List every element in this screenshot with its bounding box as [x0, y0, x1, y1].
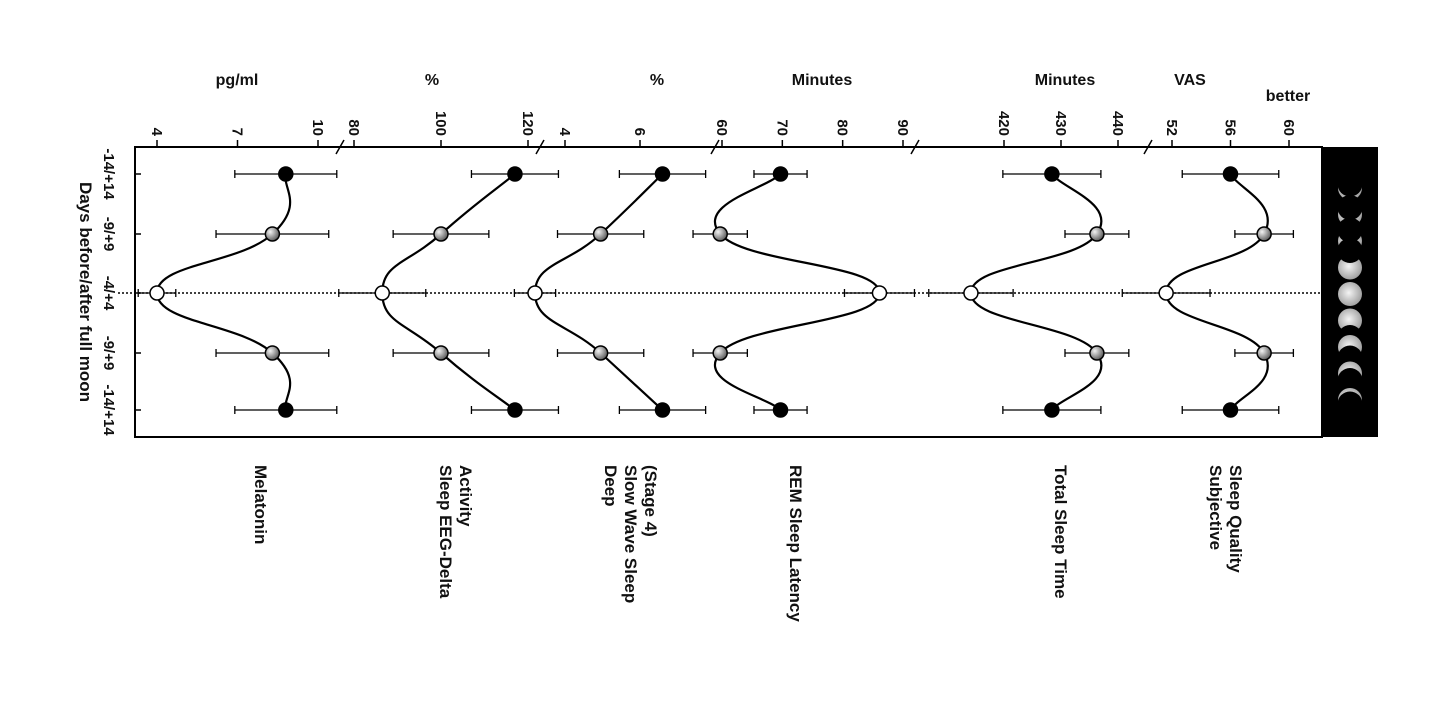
axis-tick-label: 90 — [894, 119, 911, 136]
moon-shadow — [1337, 368, 1363, 393]
axis-unit-label: % — [425, 72, 439, 89]
category-tick-label: -9/+9 — [100, 217, 117, 252]
data-point — [1044, 402, 1060, 418]
moon-shadow — [1337, 195, 1363, 220]
data-point — [149, 285, 165, 301]
axis-break-mark — [910, 139, 920, 155]
axis-tick-label: 10 — [309, 119, 326, 136]
axis-break-mark — [1143, 139, 1153, 155]
data-point — [507, 402, 523, 418]
x-axis-title: Days before/after full moon — [76, 182, 95, 402]
category-tick-label: -14/+14 — [100, 384, 117, 436]
axis-tick-label: 420 — [995, 111, 1012, 136]
panel-label-line: REM Sleep Latency — [786, 465, 805, 622]
axis-tick-label: 440 — [1109, 111, 1126, 136]
axis-tick-label: 80 — [345, 119, 362, 136]
panel-label-line: Deep — [601, 465, 620, 507]
data-point — [1089, 226, 1105, 242]
moon-shadow — [1337, 171, 1363, 197]
data-point — [1158, 285, 1174, 301]
panel-label: REM Sleep Latency — [786, 465, 805, 622]
panel-label-line: Activity — [456, 465, 475, 527]
axis-unit-label: Minutes — [1035, 72, 1096, 89]
axis-tick-label: 430 — [1052, 111, 1069, 136]
data-point — [963, 285, 979, 301]
axis-unit-label: Minutes — [792, 72, 853, 89]
data-point — [433, 226, 449, 242]
axis-unit-label: VAS — [1174, 72, 1206, 89]
moon-phase-icon — [1338, 282, 1362, 306]
moon-phase-icon — [1338, 255, 1362, 280]
data-point — [1256, 345, 1272, 361]
axis-break-mark — [335, 139, 345, 155]
data-point — [592, 345, 609, 361]
axis-tick-label: 80 — [834, 119, 851, 136]
data-point — [871, 285, 888, 301]
panel-label-line: Sleep Quality — [1226, 465, 1245, 573]
axis-tick-label: 70 — [773, 119, 790, 136]
category-tick-label: -4/+4 — [100, 276, 117, 311]
axis-tick-label: 56 — [1222, 119, 1239, 136]
category-tick-label: -14/+14 — [100, 148, 117, 200]
data-point — [1222, 166, 1239, 182]
data-point — [1222, 402, 1239, 418]
axis-break-mark — [535, 139, 545, 155]
data-point — [654, 402, 671, 418]
panel-label-line: Total Sleep Time — [1051, 465, 1070, 599]
plot-frame — [134, 146, 1323, 438]
data-point — [1256, 226, 1272, 242]
data-point — [1089, 345, 1105, 361]
moon-phase-icon — [1338, 308, 1362, 333]
data-point — [654, 166, 671, 182]
data-point — [772, 166, 789, 182]
data-point — [507, 166, 523, 182]
data-point — [278, 166, 294, 182]
panel-label: SubjectiveSleep Quality — [1206, 465, 1245, 573]
moon-shadow — [1337, 238, 1363, 263]
data-point — [712, 226, 728, 242]
panel-label-line: (Stage 4) — [641, 465, 660, 537]
data-point — [772, 402, 789, 418]
moon-shadow — [1337, 217, 1363, 243]
panel-label-line: Subjective — [1206, 465, 1225, 550]
moon-shadow — [1337, 391, 1363, 417]
panel-label: DeepSlow Wave Sleep(Stage 4) — [601, 465, 660, 603]
better-note: better — [1266, 88, 1310, 105]
axis-tick-label: 4 — [148, 128, 165, 137]
axis-break-mark — [710, 139, 720, 155]
axis-tick-label: 100 — [432, 111, 449, 136]
axis-tick-label: 52 — [1163, 119, 1180, 136]
panel-label-line: Slow Wave Sleep — [621, 465, 640, 603]
data-point — [712, 345, 728, 361]
panel-label: Melatonin — [251, 465, 270, 544]
data-point — [278, 402, 294, 418]
panel-label-line: Sleep EEG-Delta — [436, 465, 455, 599]
data-point — [527, 285, 543, 301]
data-point — [264, 345, 281, 361]
panel-label-line: Melatonin — [251, 465, 270, 544]
axis-tick-label: 60 — [713, 119, 730, 136]
axis-tick-label: 60 — [1280, 119, 1297, 136]
data-point — [433, 345, 449, 361]
panel-label: Total Sleep Time — [1051, 465, 1070, 599]
data-point — [1044, 166, 1060, 182]
axis-unit-label: % — [650, 72, 664, 89]
data-point — [592, 226, 609, 242]
axis-tick-label: 4 — [556, 128, 573, 137]
axis-tick-label: 7 — [229, 128, 246, 136]
axis-unit-label: pg/ml — [216, 72, 259, 89]
panel-label: Sleep EEG-DeltaActivity — [436, 465, 475, 599]
axis-tick-label: 6 — [631, 128, 648, 136]
data-point — [374, 285, 391, 301]
data-point — [264, 226, 281, 242]
axis-tick-label: 120 — [519, 111, 536, 136]
category-tick-label: -9/+9 — [100, 336, 117, 371]
